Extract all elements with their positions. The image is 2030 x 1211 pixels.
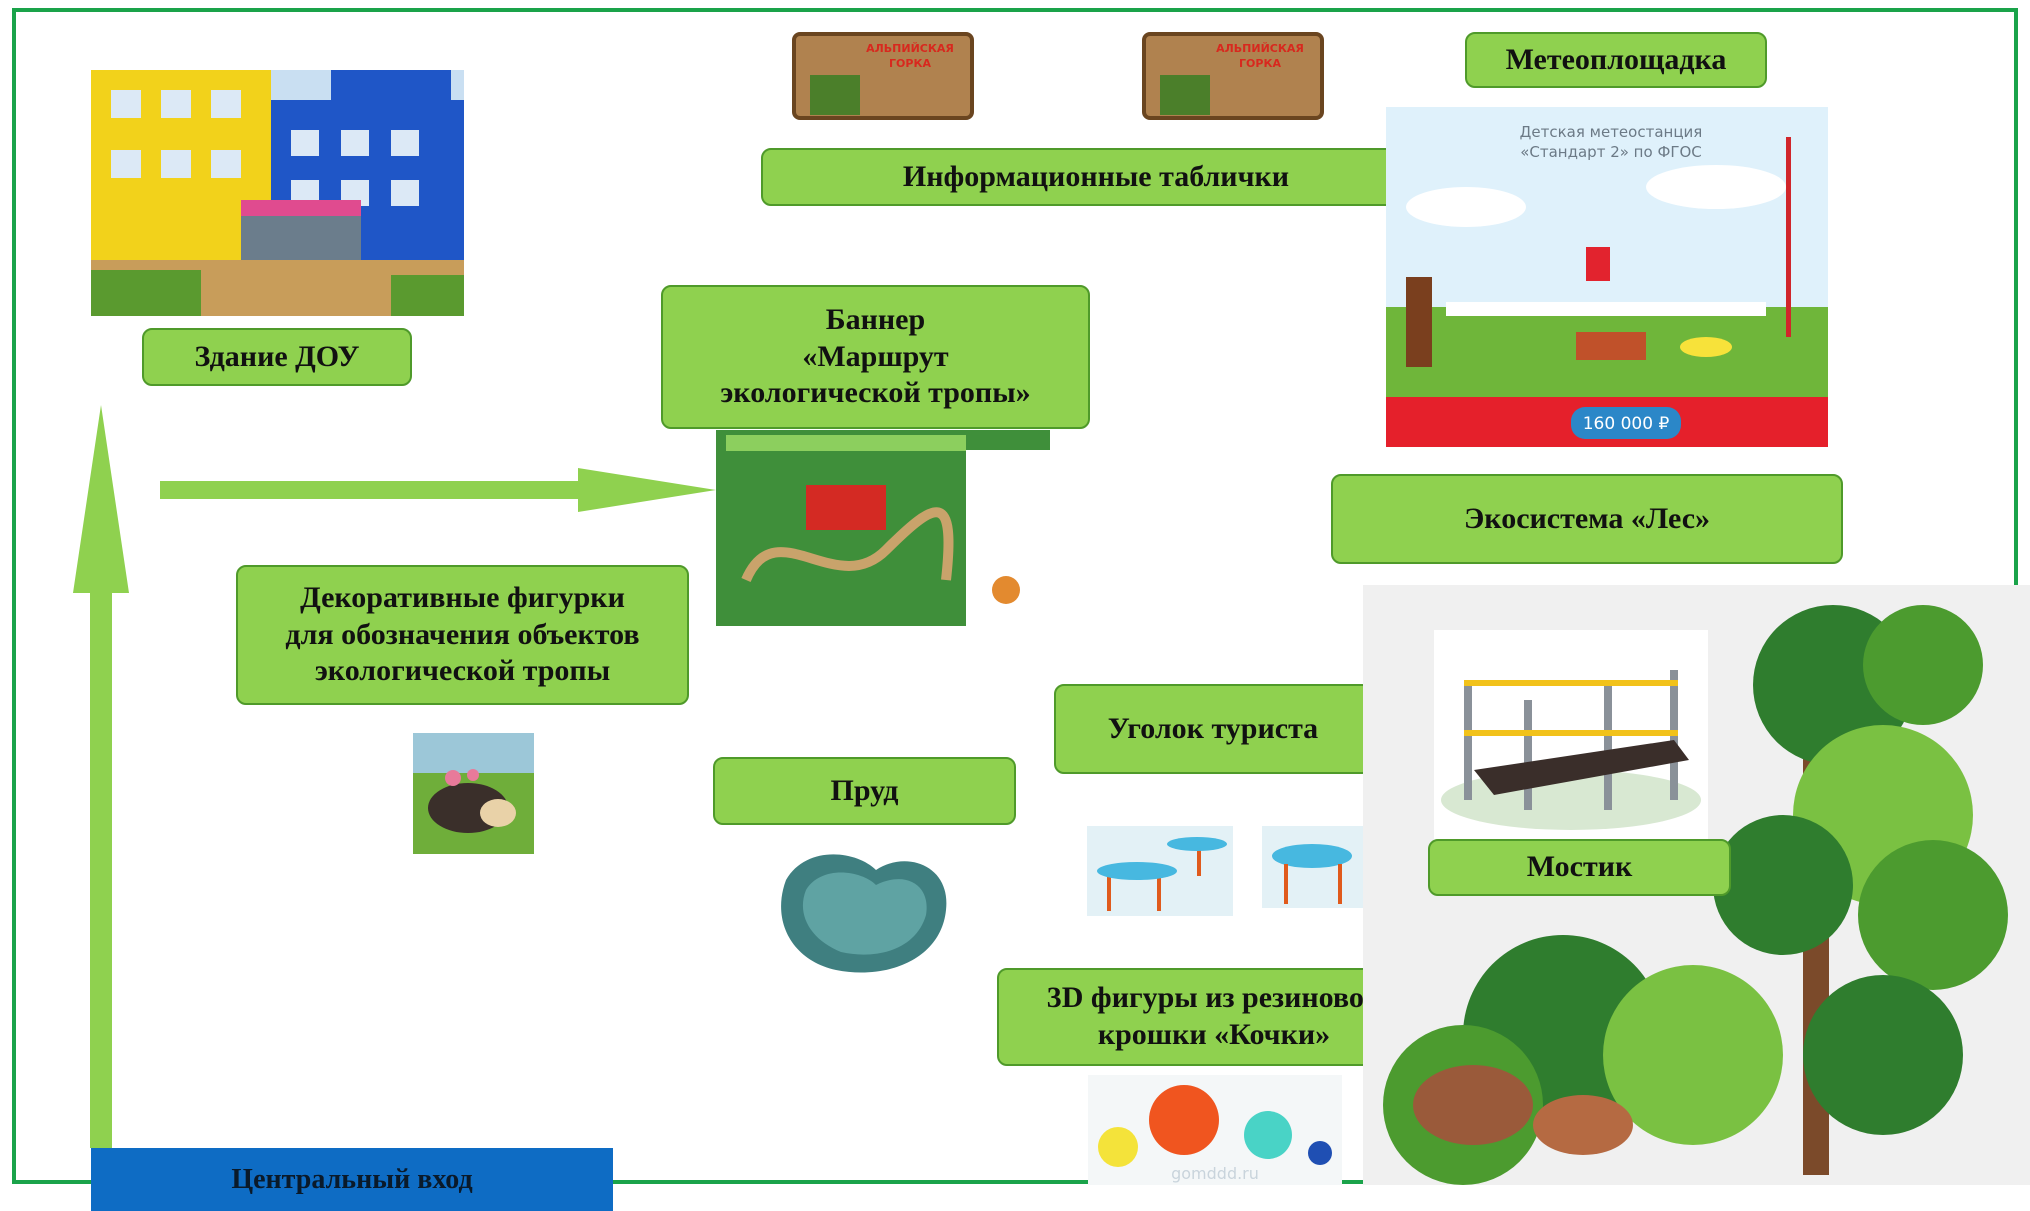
- figurines-label: Декоративные фигурки для обозначения объ…: [236, 565, 689, 705]
- arrow-up: [73, 405, 129, 1148]
- main-entrance: Центральный вход: [91, 1148, 613, 1211]
- bridge-image: [1434, 630, 1708, 840]
- ecosystem-label: Экосистема «Лес»: [1331, 474, 1843, 564]
- building-photo: [91, 70, 464, 316]
- bumps-label: 3D фигуры из резиновой крошки «Кочки»: [997, 968, 1431, 1066]
- sign-text-line2: ГОРКА: [889, 57, 931, 70]
- route-banner-image: [716, 430, 1050, 626]
- meteo-label: Метеоплощадка: [1465, 32, 1767, 88]
- alpine-sign-1: АЛЬПИЙСКАЯ ГОРКА: [790, 30, 976, 122]
- sign-text-line1: АЛЬПИЙСКАЯ: [1216, 42, 1304, 55]
- tourist-table-image-2: [1262, 826, 1364, 908]
- bridge-label: Мостик: [1428, 839, 1731, 896]
- meteo-title-1: Детская метеостанция: [1520, 123, 1703, 141]
- info-signs-label: Информационные таблички: [761, 148, 1431, 206]
- arrow-right: [160, 468, 716, 512]
- tourist-table-image-1: [1087, 826, 1233, 916]
- bumps-watermark: gomddd.ru: [1171, 1164, 1259, 1183]
- banner-label: Баннер «Маршрут экологической тропы»: [661, 285, 1090, 429]
- meteo-price: 160 000 ₽: [1583, 414, 1670, 434]
- building-label: Здание ДОУ: [142, 328, 412, 386]
- alpine-sign-2: АЛЬПИЙСКАЯ ГОРКА: [1140, 30, 1326, 122]
- rubber-bumps-image: gomddd.ru: [1088, 1075, 1342, 1185]
- meteo-station-image: Детская метеостанция «Стандарт 2» по ФГО…: [1386, 107, 1828, 447]
- hedgehog-figurine-photo: [413, 733, 534, 854]
- meteo-title-2: «Стандарт 2» по ФГОС: [1520, 143, 1702, 161]
- tourist-corner-label: Уголок туриста: [1054, 684, 1372, 774]
- sign-text-line1: АЛЬПИЙСКАЯ: [866, 42, 954, 55]
- sign-text-line2: ГОРКА: [1239, 57, 1281, 70]
- pond-mold-image: [766, 840, 964, 986]
- pond-label: Пруд: [713, 757, 1016, 825]
